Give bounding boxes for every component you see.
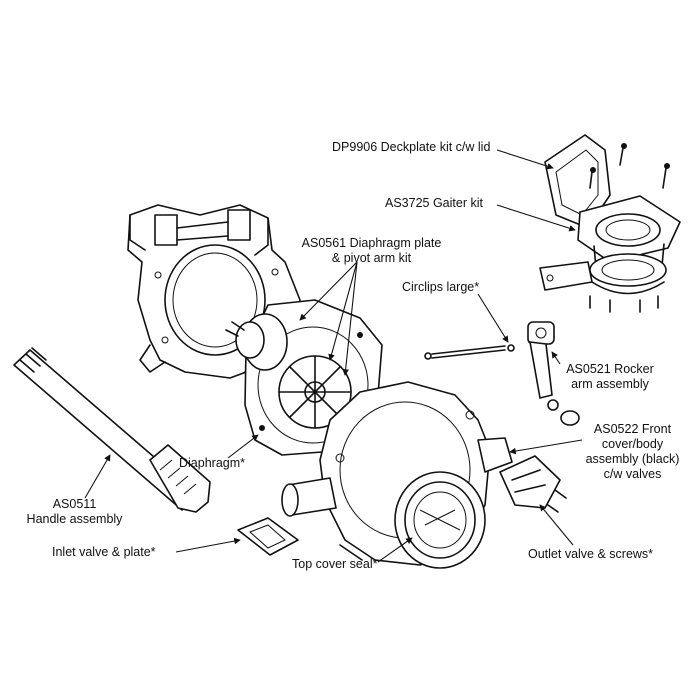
circlip-pin-part: [424, 344, 515, 360]
label-deckplate-kit: DP9906 Deckplate kit c/w lid: [332, 140, 491, 154]
label-diaphragm-plate-kit: AS0561 Diaphragm plate & pivot arm kit: [301, 236, 442, 265]
handle-assembly-part: [13, 347, 211, 513]
inlet-valve-part: [237, 517, 299, 556]
rocker-arm-part: [527, 321, 580, 426]
outlet-valve-part: [499, 455, 567, 513]
front-cover-body: [281, 381, 513, 569]
label-outlet-valve: Outlet valve & screws*: [528, 547, 654, 561]
label-diaphragm: Diaphragm*: [179, 456, 246, 470]
label-top-cover-seal: Top cover seal*: [292, 557, 378, 571]
label-gaiter-kit: AS3725 Gaiter kit: [385, 196, 483, 210]
deckplate-gaiter-part: [539, 134, 681, 313]
label-inlet-valve: Inlet valve & plate*: [52, 545, 156, 559]
label-front-cover-body: AS0522 Front cover/body assembly (black)…: [585, 422, 680, 481]
label-circlips-large: Circlips large*: [402, 280, 480, 294]
pivot-arm-stack: [225, 313, 288, 371]
label-rocker-arm: AS0521 Rocker arm assembly: [566, 362, 654, 391]
label-handle-assembly: AS0511 Handle assembly: [26, 497, 123, 526]
leader-lines: [84, 149, 583, 563]
